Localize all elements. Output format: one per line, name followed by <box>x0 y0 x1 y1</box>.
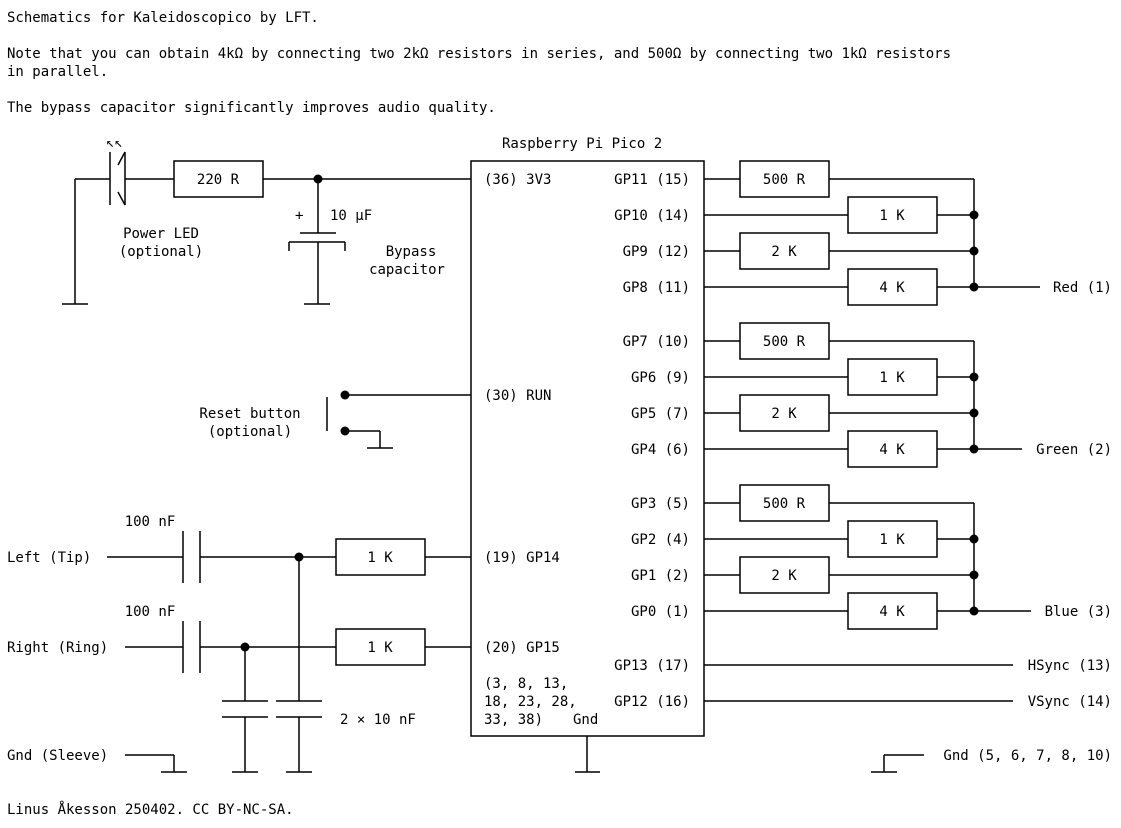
led-arrows-icon: ↖↖ <box>106 135 123 151</box>
audio-left-label: Left (Tip) <box>7 550 91 566</box>
cap-plus: + <box>295 208 303 224</box>
output-green: Green (2) <box>1036 442 1112 458</box>
blue-res-4k: 4 K <box>879 604 905 620</box>
pin-gp4: GP4 (6) <box>631 442 690 458</box>
resistor-220r <box>173 160 264 198</box>
pin-gp2: GP2 (4) <box>631 532 690 548</box>
green-res-4k: 4 K <box>879 442 905 458</box>
output-blue: Blue (3) <box>1045 604 1112 620</box>
reset-button-circuit <box>326 390 471 449</box>
cap-right-value: 100 nF <box>125 604 176 620</box>
header-note-3: The bypass capacitor significantly impro… <box>7 100 496 116</box>
dac-green <box>704 322 1022 468</box>
pin-gp10: GP10 (14) <box>614 208 690 224</box>
output-hsync: HSync (13) <box>1028 658 1112 674</box>
pin-gp8: GP8 (11) <box>623 280 690 296</box>
pin-run: (30) RUN <box>484 388 551 404</box>
header-note-1: Note that you can obtain 4kΩ by connecti… <box>7 46 951 62</box>
led-label-1: Power LED <box>123 226 199 242</box>
filter-caps-label: 2 × 10 nF <box>340 712 416 728</box>
header-title: Schematics for Kaleidoscopico by LFT. <box>7 10 319 26</box>
gnd-pins-3: 33, 38) <box>484 712 543 728</box>
cap-value: 10 µF <box>330 208 372 224</box>
resistor-left-label: 1 K <box>367 550 393 566</box>
pin-3v3: (36) 3V3 <box>484 172 551 188</box>
pin-gp9: GP9 (12) <box>623 244 690 260</box>
red-res-500r: 500 R <box>763 172 806 188</box>
power-led-circuit <box>62 151 471 305</box>
output-red: Red (1) <box>1053 280 1112 296</box>
blue-res-500r: 500 R <box>763 496 806 512</box>
gnd-pins-1: (3, 8, 13, <box>484 676 568 692</box>
pin-gp6: GP6 (9) <box>631 370 690 386</box>
cap-label-2: capacitor <box>369 262 445 278</box>
bypass-capacitor <box>288 174 346 305</box>
reset-label-1: Reset button <box>199 406 300 422</box>
dac-blue <box>704 484 1031 630</box>
red-res-2k: 2 K <box>771 244 797 260</box>
resistor-220r-label: 220 R <box>197 172 240 188</box>
cap-left-value: 100 nF <box>125 514 176 530</box>
pin-gp1: GP1 (2) <box>631 568 690 584</box>
pico-chip <box>470 160 705 737</box>
green-res-500r: 500 R <box>763 334 806 350</box>
green-res-1k: 1 K <box>879 370 905 386</box>
gnd-pins-2: 18, 23, 28, <box>484 694 577 710</box>
output-vsync: VSync (14) <box>1028 694 1112 710</box>
pin-gp13: GP13 (17) <box>614 658 690 674</box>
pin-gp15: (20) GP15 <box>484 640 560 656</box>
output-gnd: Gnd (5, 6, 7, 8, 10) <box>943 748 1112 764</box>
resistor-right-label: 1 K <box>367 640 393 656</box>
pin-gp7: GP7 (10) <box>623 334 690 350</box>
reset-label-2: (optional) <box>208 424 292 440</box>
blue-res-1k: 1 K <box>879 532 905 548</box>
gnd-label: Gnd <box>573 712 598 728</box>
pin-gp0: GP0 (1) <box>631 604 690 620</box>
audio-gnd-label: Gnd (Sleeve) <box>7 748 108 764</box>
dac-red <box>704 160 1040 306</box>
blue-res-2k: 2 K <box>771 568 797 584</box>
pin-gp3: GP3 (5) <box>631 496 690 512</box>
chip-ground <box>575 736 600 773</box>
resistor-right-1k <box>335 628 426 666</box>
pin-gp12: GP12 (16) <box>614 694 690 710</box>
red-res-1k: 1 K <box>879 208 905 224</box>
led-label-2: (optional) <box>119 244 203 260</box>
dac-green-values: 500 R 1 K 2 K 4 K <box>763 334 905 458</box>
right-pin-labels: GP11 (15) GP10 (14) GP9 (12) GP8 (11) GP… <box>614 172 690 710</box>
pin-gp5: GP5 (7) <box>631 406 690 422</box>
cap-label-1: Bypass <box>386 244 437 260</box>
chip-title: Raspberry Pi Pico 2 <box>502 136 662 152</box>
pin-gp11: GP11 (15) <box>614 172 690 188</box>
green-res-2k: 2 K <box>771 406 797 422</box>
footer-credit: Linus Åkesson 250402. CC BY-NC-SA. <box>7 801 294 818</box>
dac-blue-values: 500 R 1 K 2 K 4 K <box>763 496 905 620</box>
resistor-left-1k <box>335 538 426 576</box>
audio-circuit <box>107 531 471 773</box>
sync-lines <box>704 664 1013 773</box>
red-res-4k: 4 K <box>879 280 905 296</box>
header-note-2: in parallel. <box>7 64 108 80</box>
audio-right-label: Right (Ring) <box>7 640 108 656</box>
pin-gp14: (19) GP14 <box>484 550 560 566</box>
dac-red-values: 500 R 1 K 2 K 4 K <box>763 172 905 296</box>
